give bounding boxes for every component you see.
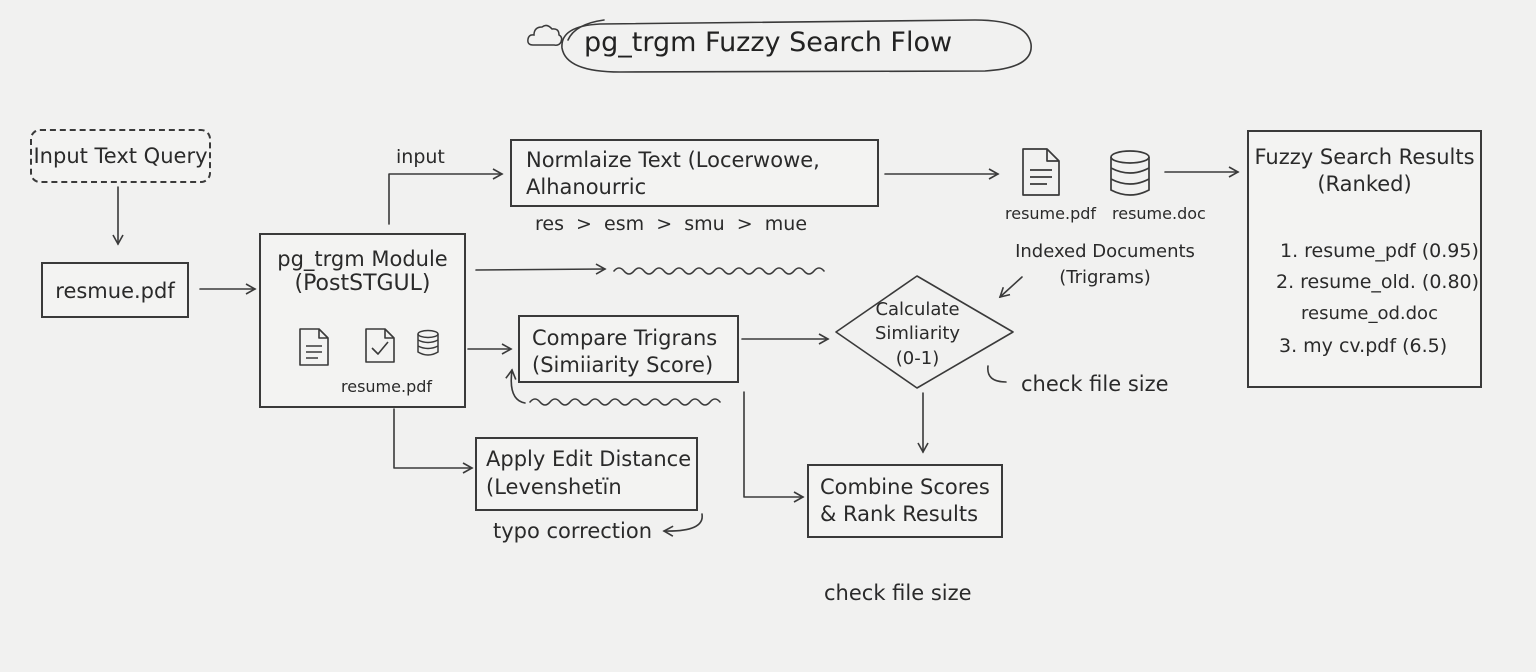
calc-diamond <box>835 275 1014 389</box>
results-subtitle: (Ranked) <box>1317 172 1412 197</box>
trigram-sequence: res > esm > smu > mue <box>535 213 808 235</box>
input-edge-label: input <box>396 146 445 168</box>
cloud-icon <box>527 24 563 46</box>
compare-box: Compare Trigrans (Simiiarity Score) <box>518 315 739 383</box>
module-title: pg_trgm Module <box>277 247 448 271</box>
doc-pdf-label: resume.pdf <box>1005 204 1097 223</box>
diagram-title: pg_trgm Fuzzy Search Flow <box>584 27 953 58</box>
calc-line2: Simliarity <box>874 323 961 345</box>
results-title: Fuzzy Search Results <box>1254 145 1475 169</box>
combine-line1: Combine Scores <box>820 475 990 499</box>
arrow-indexed-to-calc <box>998 276 1023 299</box>
module-box: pg_trgm Module (PostSTGUL) resume.pdf <box>259 233 466 408</box>
edit-line1: Apply Edit Distance <box>486 447 692 471</box>
combine-line2: & Rank Results <box>820 502 979 526</box>
compare-line2: (Simiiarity Score) <box>532 353 714 377</box>
calc-line1: Calculate <box>875 299 960 320</box>
database-icon <box>1110 150 1150 196</box>
arrow-module-right <box>475 263 607 275</box>
database-icon <box>417 329 439 356</box>
title-bubble <box>561 19 1032 73</box>
edit-line2: (Levenshetïn <box>486 475 622 499</box>
compare-line1: Compare Trigrans <box>532 326 718 350</box>
indexed-line1: Indexed Documents <box>1015 241 1195 262</box>
arrow-module-to-normalize <box>388 168 504 225</box>
check-size-note: check file size <box>1021 372 1169 396</box>
module-subtitle: (PostSTGUL) <box>294 271 431 297</box>
arrow-module-to-edit <box>393 408 474 474</box>
normalize-box: Normlaize Text (Locerwowe, Alhanourric <box>510 139 879 207</box>
document-check-icon <box>365 328 395 363</box>
wavy-line-bottom <box>529 398 721 406</box>
source-file-label: resmue.pdf <box>55 279 175 303</box>
input-query-box: Input Text Query <box>30 129 211 183</box>
module-file-label: resume.pdf <box>341 377 433 396</box>
check-size-connector <box>987 365 1007 383</box>
arrow-typo-loop <box>662 513 703 537</box>
result-item: 2. resume_old. (0.80) <box>1276 271 1480 293</box>
result-item: resume_od.doc <box>1301 303 1438 324</box>
calc-line3: (0-1) <box>895 347 940 369</box>
check-size-footer: check file size <box>824 581 972 605</box>
indexed-docs-label: Indexed Documents (Trigrams) <box>1010 241 1200 288</box>
combine-box: Combine Scores & Rank Results <box>807 464 1003 538</box>
input-query-label: Input Text Query <box>33 144 208 168</box>
typo-correction-note: typo correction <box>493 519 653 543</box>
wavy-line-top <box>613 267 825 275</box>
document-icon <box>299 328 329 366</box>
indexed-line2: (Trigrams) <box>1059 266 1151 288</box>
doc-doc-label: resume.doc <box>1112 204 1206 223</box>
edit-distance-box: Apply Edit Distance (Levenshetïn <box>475 437 698 511</box>
arrow-return-compare <box>505 368 526 404</box>
source-file-box: resmue.pdf <box>41 262 189 318</box>
result-item: 3. my cv.pdf (6.5) <box>1279 335 1448 357</box>
results-box: Fuzzy Search Results (Ranked) 1. resume_… <box>1247 130 1482 388</box>
normalize-line1: Normlaize Text (Locerwowe, <box>526 148 820 172</box>
normalize-line2: Alhanourric <box>526 175 647 199</box>
document-icon <box>1022 148 1060 196</box>
calc-label: Calculate Simliarity (0-1) <box>850 298 985 371</box>
result-item: 1. resume_pdf (0.95) <box>1280 240 1479 262</box>
arrow-compare-to-combine <box>743 391 805 503</box>
